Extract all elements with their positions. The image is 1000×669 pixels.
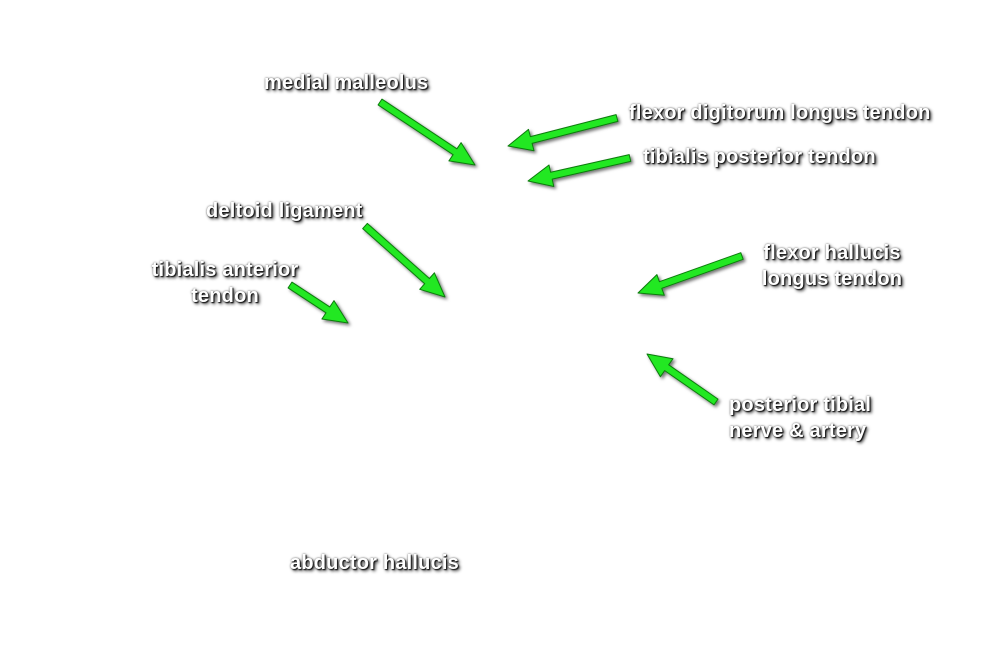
arrow-deltoid-ligament — [362, 222, 446, 298]
green-arrow-shape — [362, 222, 446, 298]
arrow-tibialis-posterior — [527, 154, 632, 187]
label-flexor-digitorum-longus-tendon: flexor digitorum longus tendon — [629, 102, 931, 124]
green-arrow-shape — [507, 114, 619, 152]
green-arrow-shape — [646, 353, 719, 406]
label-deltoid-ligament: deltoid ligament — [206, 200, 363, 222]
label-medial-malleolus: medial malleolus — [264, 72, 429, 94]
label-flexor-hallucis-longus-tendon: flexor hallucis longus tendon — [761, 242, 903, 290]
green-arrow-shape — [377, 98, 476, 166]
label-tibialis-posterior-tendon: tibialis posterior tendon — [643, 146, 876, 168]
label-tibialis-anterior-tendon: tibialis anterior tendon — [151, 259, 299, 307]
arrow-posterior-tibial — [646, 353, 719, 406]
arrow-tibialis-anterior — [287, 281, 349, 324]
green-arrow-shape — [527, 154, 632, 187]
label-abductor-hallucis: abductor hallucis — [290, 552, 459, 574]
arrow-flexor-hallucis-longus — [637, 252, 744, 296]
green-arrow-shape — [287, 281, 349, 324]
label-posterior-tibial-nerve-artery: posterior tibial nerve & artery — [729, 394, 872, 442]
arrow-flexor-digitorum-longus — [507, 114, 619, 152]
arrow-medial-malleolus — [377, 98, 476, 166]
green-arrow-shape — [637, 252, 744, 296]
